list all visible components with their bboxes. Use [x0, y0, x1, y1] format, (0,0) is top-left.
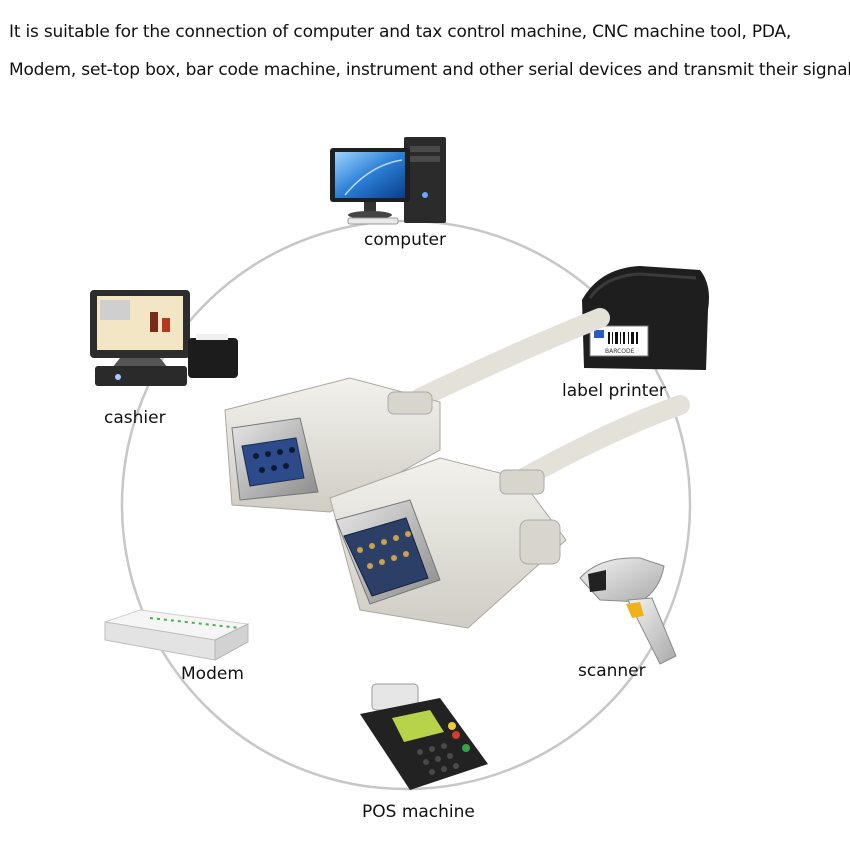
modem-image — [104, 609, 250, 661]
label-printer-label: label printer — [562, 381, 666, 401]
cashier-image — [90, 290, 238, 386]
scanner-image — [579, 557, 677, 665]
serial-cable-image — [224, 308, 690, 629]
modem-label: Modem — [181, 664, 244, 684]
printer-brand-tag: BARCODE — [605, 348, 635, 355]
pos-machine-label: POS machine — [362, 802, 475, 822]
cashier-label: cashier — [104, 408, 166, 428]
scanner-label: scanner — [578, 661, 646, 681]
intro-line-1: It is suitable for the connection of com… — [9, 22, 792, 42]
pos-machine-image — [360, 683, 488, 790]
computer-label: computer — [364, 230, 446, 250]
intro-line-2: Modem, set-top box, bar code machine, in… — [9, 60, 850, 80]
label-printer-image: BARCODE — [582, 266, 709, 370]
computer-image — [330, 137, 446, 225]
